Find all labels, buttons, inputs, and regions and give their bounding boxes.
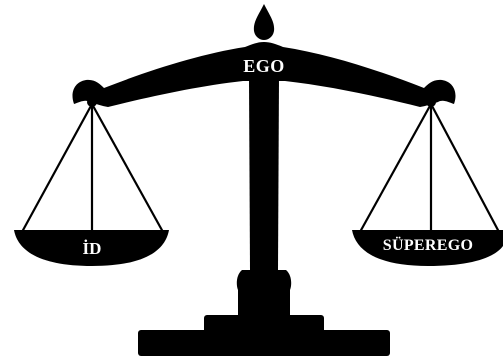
- id-label: İD: [83, 239, 102, 258]
- pillar-stem: [237, 270, 291, 318]
- left-strings: [22, 104, 163, 232]
- ego-label: EGO: [243, 56, 285, 76]
- superego-label: SÜPEREGO: [383, 236, 473, 254]
- right-strings: [360, 104, 499, 232]
- base-tier-bottom: [138, 330, 390, 356]
- finial: [254, 4, 274, 40]
- pillar: [249, 78, 279, 270]
